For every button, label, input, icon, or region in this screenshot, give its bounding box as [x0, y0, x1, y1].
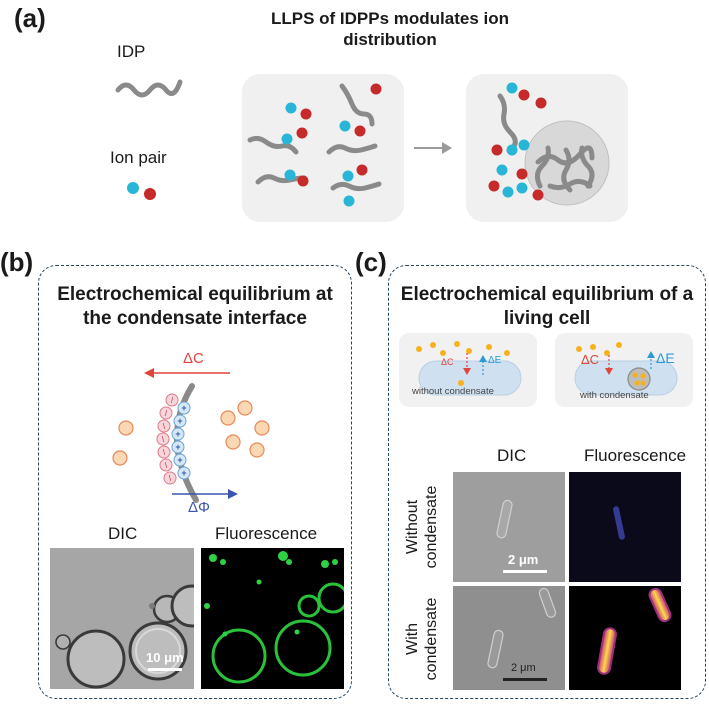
legend-idp-chain — [115, 79, 183, 98]
panel-c-delta-e-1: ΔE — [488, 355, 502, 366]
row1-label-line1: Without — [404, 499, 421, 555]
panel-c-label: (c) — [355, 247, 387, 277]
panel-c-dic-label: DIC — [497, 446, 527, 465]
cell-without-condensate-diagram — [416, 341, 522, 396]
panel-c-scale-bar-1 — [503, 570, 547, 573]
with-condensate-caption: with condensate — [580, 390, 649, 401]
svg-text:\: \ — [169, 474, 172, 483]
panel-b-scale-label: 10 μm — [146, 650, 184, 665]
panel-c-fluor-without — [569, 472, 681, 582]
panel-c-fluor-with — [569, 586, 681, 690]
ion-pair-label: Ion pair — [110, 148, 167, 167]
svg-text:+: + — [181, 468, 186, 478]
dispersed-chains — [247, 83, 382, 192]
panel-b-scale-bar — [148, 668, 182, 671]
panel-c-title: Electrochemical equilibrium of a living … — [392, 283, 702, 331]
svg-text:\: \ — [163, 448, 166, 457]
panel-b-title-line2: the condensate interface — [83, 308, 307, 329]
dispersed-state-box — [242, 74, 404, 222]
svg-text:+: + — [177, 455, 182, 465]
interface-curve — [174, 383, 199, 503]
svg-text:\: \ — [163, 422, 166, 431]
svg-text:+: + — [175, 429, 180, 439]
panel-c-scale-bar-2 — [503, 678, 547, 681]
negative-charge-layer — [156, 393, 179, 485]
panel-b-dic-image: 10 μm — [50, 548, 194, 689]
panel-b-title: Electrochemical equilibrium at the conde… — [42, 283, 348, 331]
row2-label-line1: With — [404, 623, 421, 656]
row2-label-line2: condensate — [423, 597, 440, 681]
panel-c-delta-c-1: ΔC — [441, 357, 454, 367]
panel-a-title: LLPS of IDPPs modulates ion distribution — [240, 8, 540, 50]
svg-text:\: \ — [165, 461, 168, 470]
condensed-ions — [488, 82, 547, 201]
svg-text:+: + — [175, 442, 180, 452]
row1-label: Without condensate — [400, 472, 444, 582]
legend-cation — [127, 182, 139, 194]
panel-c-scale-label-2: 2 μm — [511, 662, 536, 674]
condensed-chains — [497, 93, 595, 193]
panel-a-title-line2: distribution — [343, 30, 437, 49]
panel-b-title-line1: Electrochemical equilibrium at — [57, 284, 333, 305]
panel-c-fluor-label: Fluorescence — [584, 446, 687, 465]
panel-b-fluorescence-image — [201, 548, 344, 689]
panel-b-fluor-label: Fluorescence — [215, 524, 318, 543]
panel-b-box — [38, 265, 352, 699]
cell-with-condensate-diagram — [574, 342, 678, 396]
panel-c-delta-c-2: ΔC — [581, 352, 600, 367]
panel-a-title-line1: LLPS of IDPPs modulates ion — [270, 9, 510, 28]
transition-arrow — [414, 142, 452, 154]
panel-c-box — [388, 265, 706, 699]
delta-c-label: ΔC — [183, 350, 204, 367]
panel-c-title-line1: Electrochemical equilibrium of a — [400, 284, 694, 305]
svg-text:+: + — [181, 403, 186, 413]
delta-phi-label: ΔΦ — [188, 499, 210, 516]
panel-c-title-line2: living cell — [503, 308, 591, 329]
svg-text:\: \ — [162, 435, 165, 444]
free-ions — [112, 400, 270, 466]
panel-b-dic-label: DIC — [108, 524, 138, 543]
row1-label-line2: condensate — [423, 485, 440, 569]
panel-b-label: (b) — [0, 247, 34, 277]
panel-c-dic-with: 2 μm — [453, 586, 565, 690]
interface-schematic: //\ \\\\ +++ +++ — [112, 368, 270, 503]
svg-text:/: / — [171, 396, 174, 405]
panel-a-schematic — [115, 74, 628, 222]
positive-charge-layer — [171, 401, 191, 480]
panel-c-dic-without: 2 μm — [453, 472, 565, 582]
svg-text:/: / — [165, 409, 168, 418]
panel-c-scale-label-1: 2 μm — [508, 552, 539, 567]
svg-text:+: + — [177, 416, 182, 426]
row2-label: With condensate — [400, 588, 444, 690]
without-condensate-caption: without condensate — [412, 386, 494, 397]
panel-c-delta-e-2: ΔE — [656, 350, 675, 366]
dispersed-ions — [281, 83, 382, 207]
idp-label: IDP — [117, 42, 146, 61]
panel-a-label: (a) — [14, 3, 46, 33]
legend-anion — [144, 188, 156, 200]
